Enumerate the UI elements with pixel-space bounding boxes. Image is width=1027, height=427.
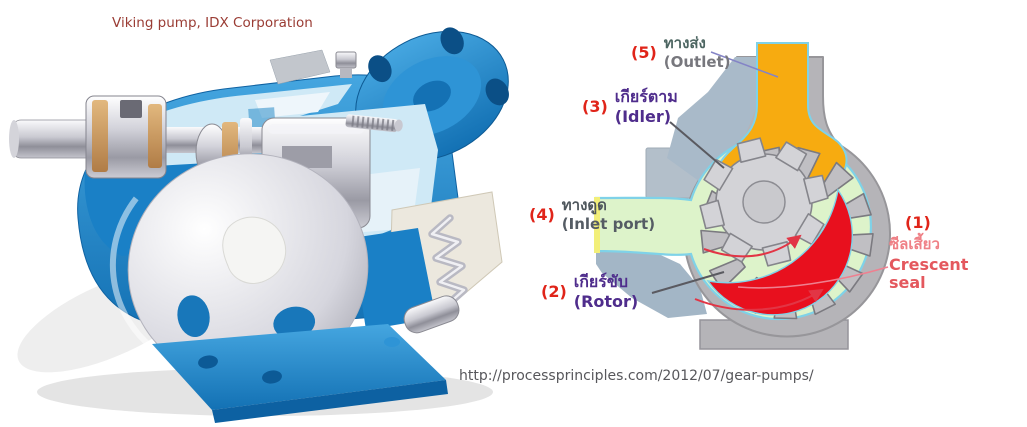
idler-white-part — [222, 216, 287, 284]
label-inlet-thai: ทางดูด — [561, 196, 607, 214]
pump-cutaway-photo — [9, 27, 509, 423]
top-bolt — [335, 51, 357, 78]
image-caption: Viking pump, IDX Corporation — [112, 15, 313, 31]
gear-tooth — [802, 174, 829, 205]
gear-tooth — [736, 137, 767, 163]
idler-hub-hole — [742, 180, 786, 224]
label-rotor-number: (2) — [541, 282, 567, 301]
gear-tooth — [720, 232, 753, 263]
label-inlet-number: (4) — [529, 204, 555, 224]
label-idler-thai: เกียร์ตาม — [614, 87, 678, 106]
label-crescent: (1) ซีลเสี้ยว Crescent seal — [889, 213, 971, 293]
gear-tooth — [775, 141, 808, 172]
label-rotor: (2) เกียร์ขับ (Rotor) — [541, 272, 638, 312]
label-inlet-english: (Inlet port) — [561, 214, 656, 233]
steel-wedge — [667, 57, 758, 184]
rotation-arrow-upper — [703, 234, 802, 258]
pump-base — [152, 324, 448, 423]
gear-pump-diagram — [594, 42, 891, 350]
source-url: http://processprinciples.com/2012/07/gea… — [459, 368, 814, 384]
pointer-line-rotor — [651, 271, 725, 294]
gear-tooth — [703, 158, 734, 191]
idler-gear — [699, 137, 829, 267]
bearing-assembly — [85, 95, 167, 179]
top-plate — [269, 49, 331, 85]
pointer-line-crescent — [737, 266, 889, 289]
label-rotor-thai: เกียร์ขับ — [573, 272, 628, 291]
pointer-line-idler — [669, 121, 725, 169]
relief-valve-spring — [428, 214, 468, 310]
label-crescent-thai: ซีลเสี้ยว — [889, 235, 940, 253]
label-idler: (3) เกียร์ตาม (Idler) — [582, 87, 678, 127]
pointer-line-outlet — [710, 51, 779, 78]
threaded-stud — [345, 114, 403, 133]
label-crescent-english: Crescent seal — [889, 254, 969, 293]
rotation-arrow-lower — [694, 288, 824, 311]
label-outlet-english: (Outlet) — [663, 52, 731, 71]
valve-cylinder — [403, 295, 460, 334]
label-crescent-number: (1) — [905, 213, 931, 232]
label-idler-number: (3) — [582, 97, 608, 116]
label-rotor-english: (Rotor) — [573, 292, 639, 311]
label-outlet: (5) ทางส่ง (Outlet) — [631, 34, 731, 72]
label-idler-english: (Idler) — [614, 107, 672, 126]
gear-tooth — [699, 199, 726, 230]
label-inlet: (4) ทางดูด (Inlet port) — [529, 196, 655, 234]
label-outlet-thai: ทางส่ง — [663, 34, 706, 52]
label-outlet-number: (5) — [631, 42, 657, 62]
support-bracket — [352, 228, 436, 330]
inlet-edge-strip — [594, 197, 600, 253]
left-bottom-steel-band — [596, 251, 707, 318]
